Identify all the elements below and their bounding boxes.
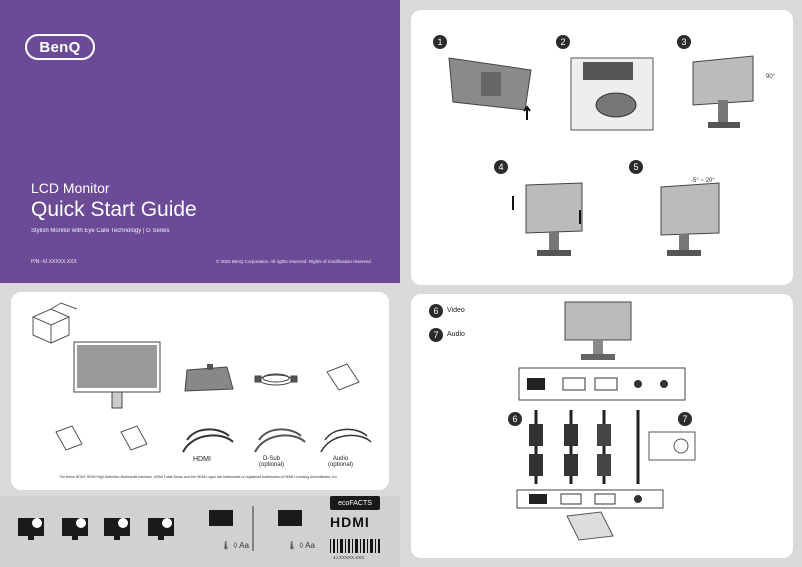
hdmi-logo: HDMI (330, 514, 370, 530)
box-contents-panel: HDMI D-Sub (optional) Audio (optional) T… (11, 292, 389, 490)
barcode-text: 4J.XXXXX.XXX (333, 555, 365, 560)
product-name: LCD Monitor (31, 180, 110, 196)
stand-base-item (184, 364, 234, 392)
assembly-steps-panel: 1 2 3 4 5 90° -5° ~ 20° (411, 10, 793, 285)
assembly-illustrations: 90° -5° ~ 20° (448, 55, 776, 256)
audio-number: 7 (429, 328, 443, 342)
step-number-5: 5 (629, 160, 643, 174)
bottom-strip: 🌡 ◊ Aa 🌡 ◊ Aa ecoFACTS HDMI 4J.XXXXX.XXX (0, 496, 400, 567)
dsub-label: D-Sub (optional) (259, 456, 285, 468)
step-number-3: 3 (677, 35, 691, 49)
power-cord-item (254, 373, 298, 386)
box-icon (31, 302, 78, 344)
step-number-1: 1 (433, 35, 447, 49)
hdmi-cable-item (182, 428, 234, 453)
connection-diagram (516, 301, 696, 541)
quick-guide-item (326, 363, 360, 391)
step3-angle: 90° (766, 74, 776, 80)
leaflet-item-2 (120, 425, 148, 451)
cover-panel: BenQ LCD Monitor Quick Start Guide Styli… (0, 0, 400, 283)
svg-text:🌡 ◊ Aa: 🌡 ◊ Aa (221, 541, 249, 550)
guide-title: Quick Start Guide (31, 198, 197, 221)
tagline: Stylish Monitor with Eye Care Technology… (31, 228, 170, 234)
brand-logo: BenQ (25, 34, 95, 60)
monitor-item (73, 341, 161, 409)
step5-angle: -5° ~ 20° (691, 178, 715, 184)
ecofacts-badge: ecoFACTS (330, 496, 380, 510)
dsub-cable-item (254, 428, 306, 453)
svg-text:🌡 ◊ Aa: 🌡 ◊ Aa (287, 541, 315, 550)
step-number-2: 2 (556, 35, 570, 49)
contents-illustration (31, 302, 372, 453)
copyright: © 2022 BenQ Corporation. All rights rese… (216, 259, 372, 264)
audio-label: Audio (optional) (328, 456, 354, 468)
hdmi-label: HDMI (193, 456, 211, 463)
connections-panel: 6 Video 7 Audio 6 7 (411, 294, 793, 558)
leaflet-item-1 (55, 425, 83, 451)
warning-icons: 🌡 ◊ Aa 🌡 ◊ Aa (18, 506, 315, 551)
trademark-footnote: The terms HDMI, HDMI High-Definition Mul… (59, 475, 338, 479)
step-number-4: 4 (494, 160, 508, 174)
barcode (330, 539, 380, 553)
video-badge: 6 (508, 412, 522, 426)
audio-badge: 7 (678, 412, 692, 426)
audio-cable-item (320, 428, 372, 453)
video-number: 6 (429, 304, 443, 318)
video-label: Video (447, 307, 465, 314)
audio-label: Audio (447, 331, 465, 338)
part-number: P/N: 4J.XXXXX.XXX (31, 259, 77, 265)
